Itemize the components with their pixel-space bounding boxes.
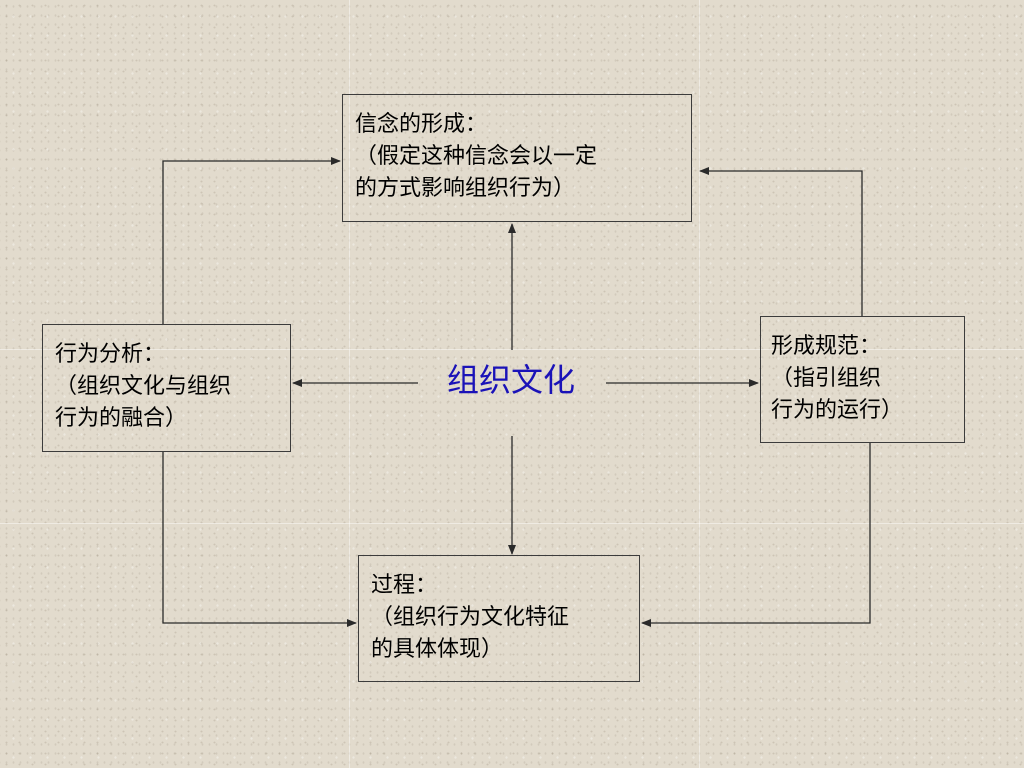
- center-concept-label: 组织文化: [447, 361, 576, 399]
- norm-formation-box: 形成规范： （指引组织 行为的运行）: [760, 316, 965, 443]
- belief-box-title: 信念的形成：: [355, 112, 488, 137]
- arrow-norm-to-process: [641, 443, 871, 627]
- belief-box-line1: （假定这种信念会以一定: [355, 144, 598, 169]
- norm-box-line2: 行为的运行）: [771, 398, 904, 423]
- norm-box-title: 形成规范：: [771, 334, 882, 359]
- process-box-title: 过程：: [371, 573, 438, 598]
- belief-box-line2: 的方式影响组织行为）: [355, 176, 576, 201]
- belief-formation-box: 信念的形成： （假定这种信念会以一定 的方式影响组织行为）: [342, 94, 692, 222]
- behavior-box-line2: 行为的融合）: [55, 406, 188, 431]
- behavior-box-title: 行为分析：: [55, 342, 166, 367]
- process-box-line1: （组织行为文化特征: [371, 605, 570, 630]
- texture-seam: [349, 0, 350, 768]
- arrow-behavior-to-process: [162, 452, 357, 627]
- behavior-box-line1: （组织文化与组织: [55, 374, 232, 399]
- process-box: 过程： （组织行为文化特征 的具体体现）: [358, 555, 640, 682]
- texture-seam: [699, 0, 700, 768]
- norm-box-line1: （指引组织: [771, 366, 882, 391]
- process-box-line2: 的具体体现）: [371, 637, 504, 662]
- behavior-analysis-box: 行为分析： （组织文化与组织 行为的融合）: [42, 324, 291, 452]
- arrow-norm-to-belief: [699, 167, 863, 316]
- arrow-behavior-to-belief: [162, 157, 341, 324]
